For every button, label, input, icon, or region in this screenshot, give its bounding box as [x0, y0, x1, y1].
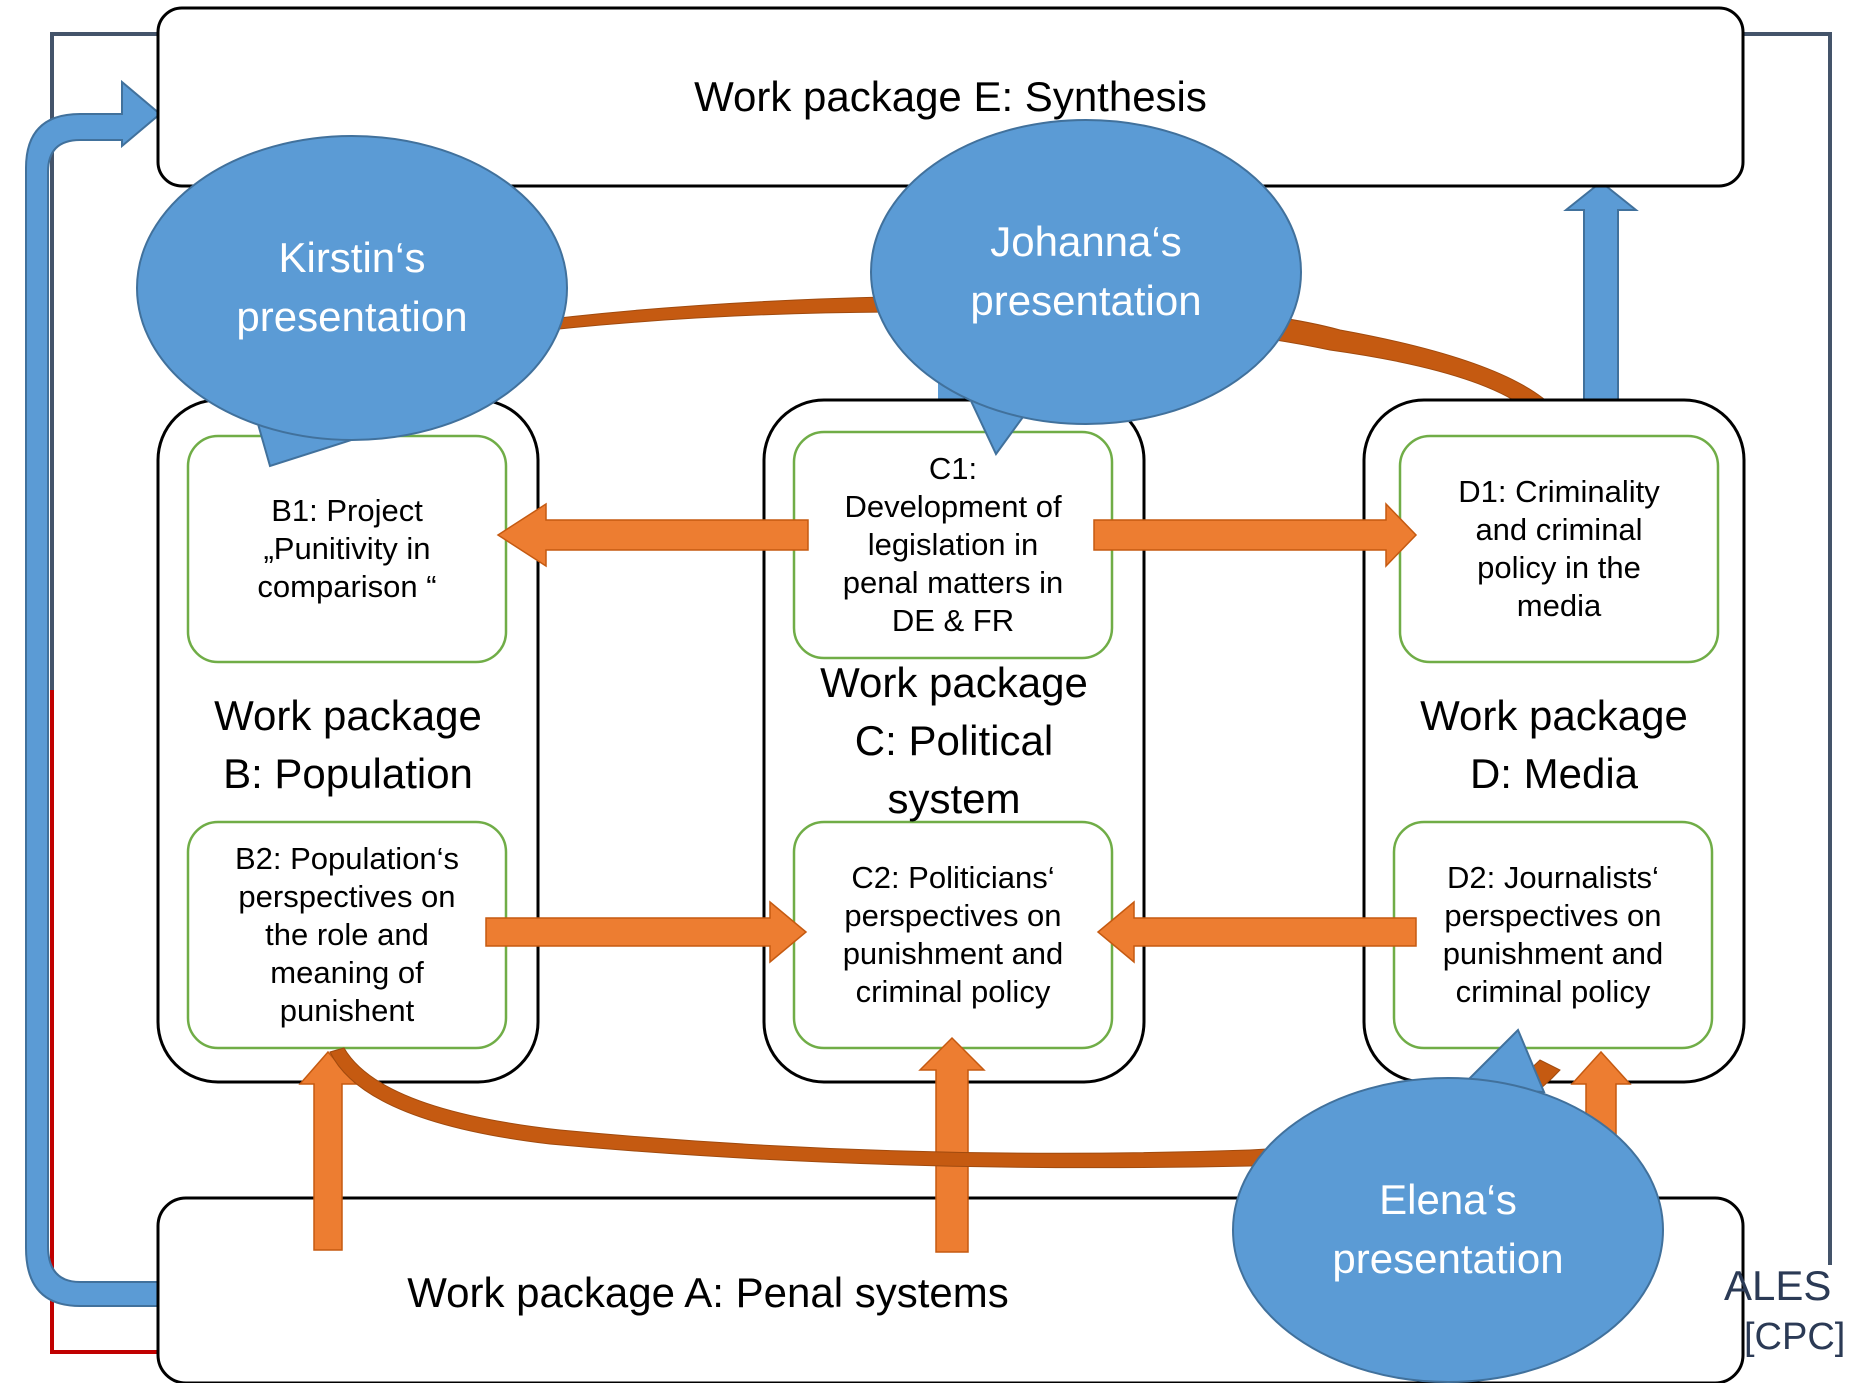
logo-fragment-cpc: [CPC] [1744, 1316, 1846, 1358]
frame-line-right [1742, 32, 1832, 1265]
d-to-e-arrow [1563, 180, 1639, 401]
a-to-e-feedback-arrow [25, 79, 162, 1307]
bottom-orange-connector [329, 1047, 1561, 1169]
a-to-c2-arrow [918, 1036, 986, 1253]
johanna-callout [870, 119, 1302, 425]
b1-label: B1: Project „Punitivity in comparison “ [257, 493, 437, 604]
c1-to-b1-arrow [496, 502, 809, 568]
d1-label: D1: Criminality and criminal policy in t… [1458, 474, 1660, 623]
b2-to-c2-arrow [485, 900, 808, 964]
johanna-callout-text: Johanna‘s presentation [970, 218, 1202, 324]
wp-e-title: Work package E: Synthesis [694, 73, 1207, 121]
wp-a-title: Work package A: Penal systems [407, 1269, 1009, 1317]
b2-label: B2: Population‘s perspectives on the rol… [234, 841, 460, 1028]
kirstin-callout-text: Kirstin‘s presentation [236, 234, 468, 340]
elena-callout-text: Elena‘s presentation [1332, 1176, 1564, 1282]
wp-d-title: Work package D: Media [1420, 692, 1688, 797]
red-frame-line [50, 690, 160, 1354]
wp-b-title: Work package B: Population [214, 692, 482, 797]
wp-c-title: Work package C: Political system [820, 659, 1088, 822]
c1-label: C1: Development of legislation in penal … [842, 451, 1064, 638]
c2-label: C2: Politicians‘ perspectives on punishm… [842, 860, 1064, 1009]
d2-to-c2-arrow [1096, 900, 1417, 964]
logo-fragment-ales: ALES [1724, 1262, 1832, 1309]
d2-label: D2: Journalists‘ perspectives on punishm… [1442, 860, 1664, 1009]
elena-callout [1232, 1077, 1664, 1383]
c1-to-d1-arrow [1093, 502, 1418, 568]
kirstin-callout [136, 135, 568, 441]
